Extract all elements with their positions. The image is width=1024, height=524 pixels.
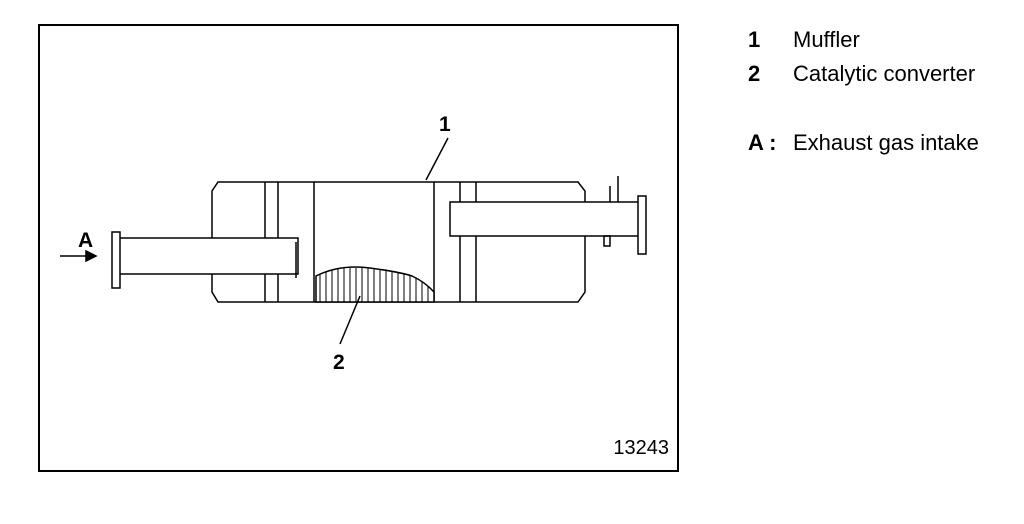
leader-line-1 [425, 137, 449, 181]
exhaust-assembly-drawing [60, 137, 647, 345]
converter-hatching [319, 268, 429, 302]
leader-line-2 [339, 295, 361, 345]
legend-key: A : [748, 130, 777, 155]
inlet-pipe [111, 231, 299, 289]
legend-item-catalytic-converter: 2 Catalytic converter [748, 61, 975, 86]
callout-a: A [78, 229, 94, 252]
legend-label: Muffler [793, 27, 860, 52]
callout-2: 2 [333, 351, 345, 374]
outlet-pipe [449, 176, 647, 255]
intake-arrow [60, 249, 98, 263]
legend-key: 1 [748, 27, 761, 52]
exhaust-diagram-frame: 1 2 A 13243 [38, 24, 679, 472]
legend-item-muffler: 1 Muffler [748, 27, 860, 52]
legend-label: Exhaust gas intake [793, 130, 979, 155]
figure-id: 13243 [613, 437, 669, 459]
legend-item-intake: A : Exhaust gas intake [748, 130, 979, 155]
legend-key: 2 [748, 61, 761, 86]
legend-label: Catalytic converter [793, 61, 976, 86]
callout-1: 1 [439, 113, 451, 136]
